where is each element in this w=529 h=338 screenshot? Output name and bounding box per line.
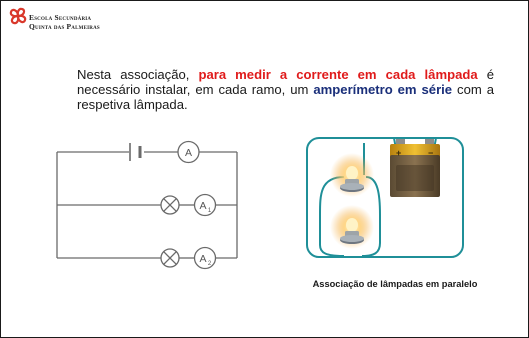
ammeter-main: A: [177, 140, 200, 164]
battery-symbol-icon: [129, 143, 142, 161]
ammeter-1-subscript: 1: [208, 208, 212, 214]
paragraph-text-2: é necessário instalar, em cada ramo, um: [77, 67, 494, 98]
battery-minus-label: −: [428, 148, 433, 158]
school-logo-icon: [9, 7, 27, 25]
battery-plus-label: +: [396, 148, 401, 158]
school-name-line2: Quinta das Palmeiras: [29, 22, 100, 31]
school-name-line1: Escola Secundária: [29, 13, 92, 22]
ammeter-2-label: A: [199, 253, 206, 265]
ammeter-branch-2: A 2: [193, 246, 217, 270]
lamp-1-icon: [160, 195, 180, 215]
circuit-diagram: A A 1 A 2: [56, 140, 238, 270]
ammeter-2-subscript: 2: [208, 261, 212, 267]
photo-lamp-2-icon: [340, 218, 364, 244]
paragraph-text-3: com a respetiva lâmpada.: [77, 82, 495, 113]
ammeter-1-label: A: [199, 200, 206, 212]
photo-battery-icon: + −: [390, 139, 440, 197]
body-paragraph: Nesta associação, para medir a corrente …: [77, 67, 494, 113]
paragraph-highlight-blue: amperímetro em série: [313, 82, 453, 98]
figure-caption: Associação de lâmpadas em paralelo: [312, 279, 478, 289]
paragraph-text-1: Nesta associação,: [77, 67, 199, 82]
ammeter-main-label: A: [185, 147, 192, 159]
photo-lamp-1-icon: [340, 166, 364, 192]
ammeter-branch-1: A 1: [193, 193, 217, 217]
paragraph-highlight-red: para medir a corrente em cada lâmpada: [198, 67, 478, 82]
school-name: Escola Secundária Quinta das Palmeiras: [29, 13, 100, 31]
parallel-lamps-illustration: + −: [306, 137, 464, 258]
lamp-2-icon: [160, 248, 180, 268]
